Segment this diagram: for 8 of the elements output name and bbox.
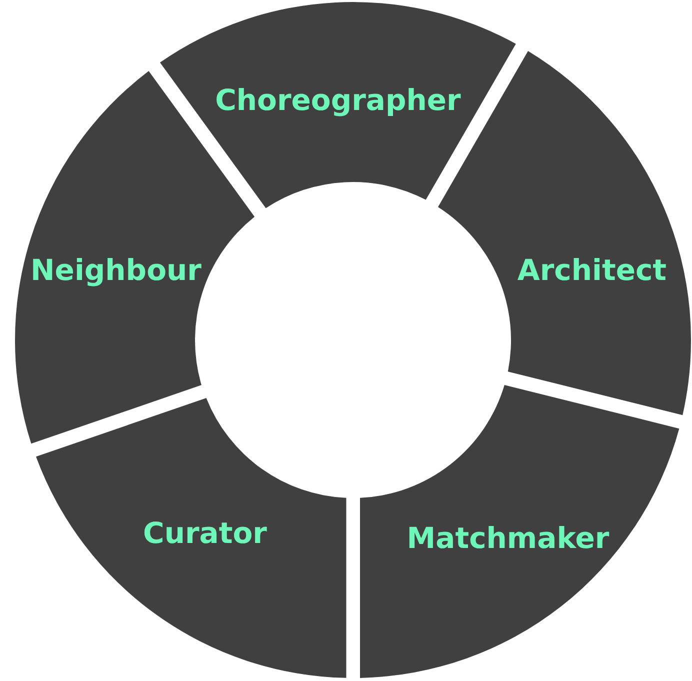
ring-segment: [160, 2, 516, 208]
ring-segment: [36, 398, 346, 678]
segment-label: Curator: [143, 516, 267, 550]
segment-label: Architect: [517, 252, 667, 287]
segment-label: Matchmaker: [406, 520, 610, 555]
ring-segment: [360, 384, 680, 678]
segment-label: Neighbour: [30, 252, 202, 287]
segment-label: Choreographer: [215, 82, 461, 117]
